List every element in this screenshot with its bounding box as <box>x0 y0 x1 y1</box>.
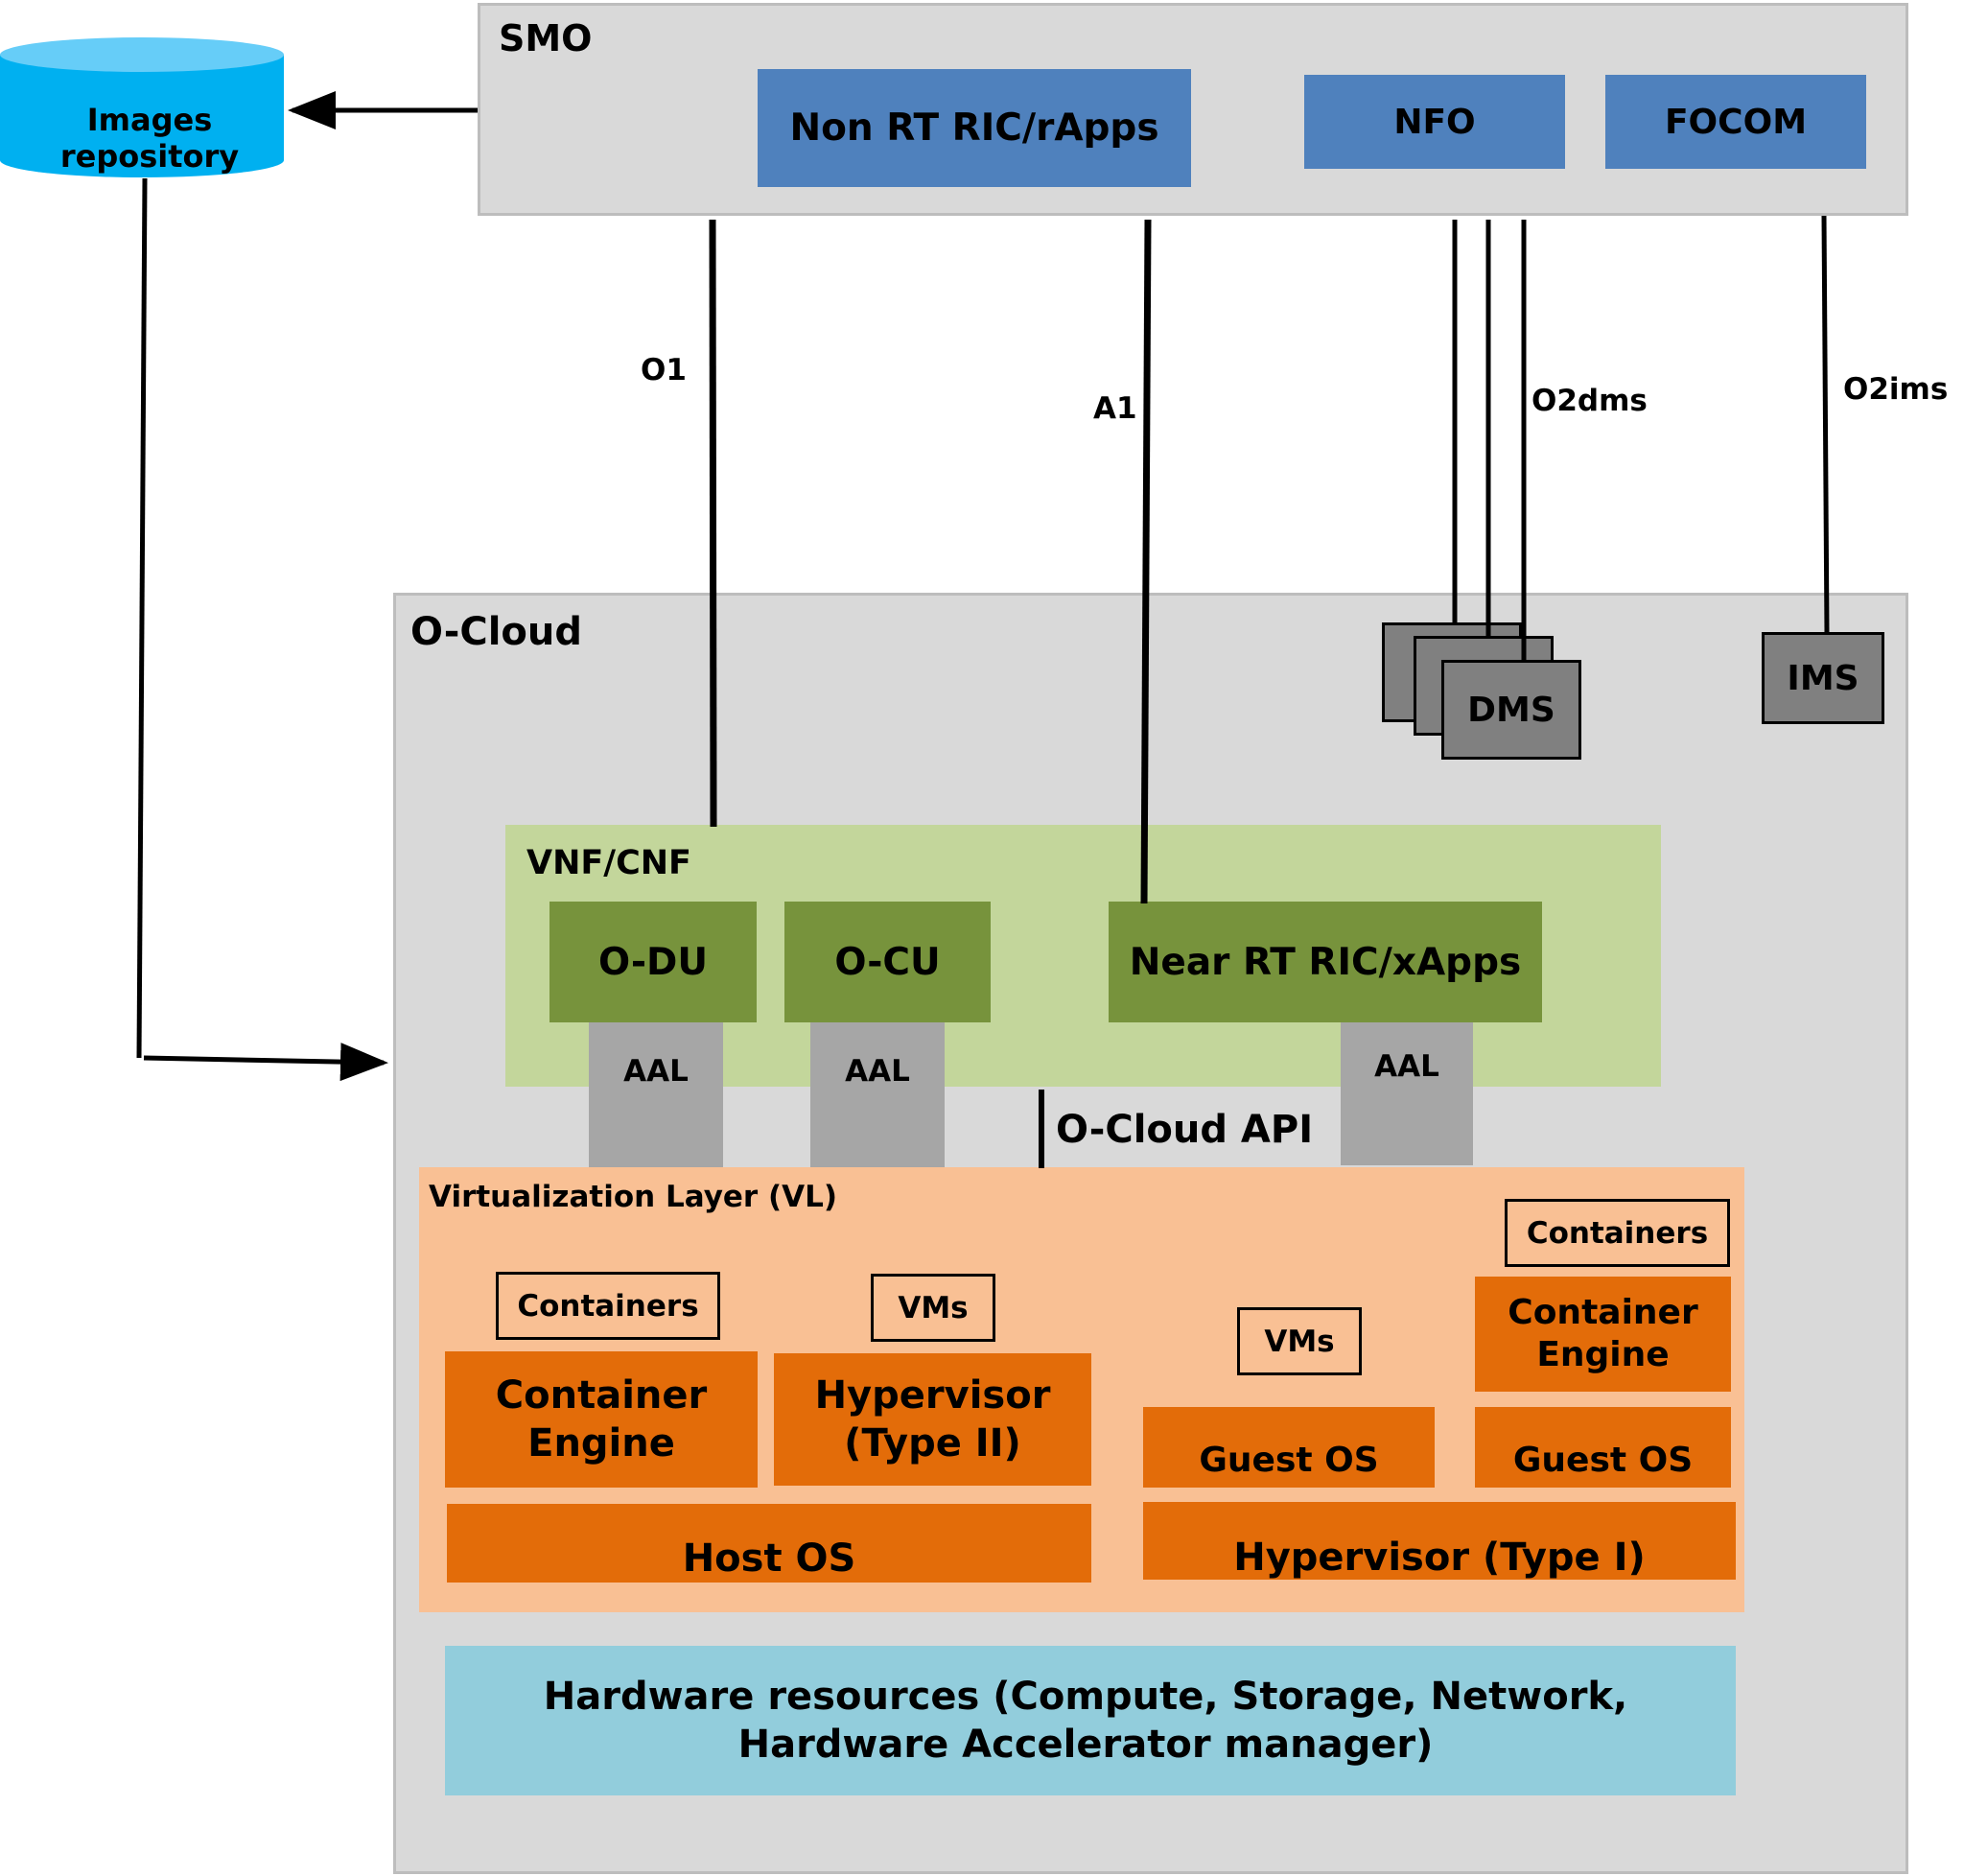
guest-os-label-left: Guest OS <box>1199 1441 1379 1480</box>
nfo-label: NFO <box>1393 102 1476 142</box>
dms-label: DMS <box>1467 690 1555 730</box>
vms-label-right: VMs <box>1264 1324 1335 1359</box>
container-engine-right: Container Engine <box>1475 1277 1731 1392</box>
near-rt-ric-box: Near RT RIC/xApps <box>1109 902 1542 1022</box>
containers-label-left: Containers <box>517 1288 699 1324</box>
ims-label: IMS <box>1787 658 1859 698</box>
vms-box-right: VMs <box>1237 1307 1362 1375</box>
images-repository-label: Images repository <box>59 102 240 175</box>
ocloud-api-label: O-Cloud API <box>1056 1108 1314 1152</box>
non-rt-ric-label: Non RT RIC/rApps <box>789 106 1159 150</box>
images-repository-cylinder <box>0 37 284 177</box>
ocloud-title: O-Cloud <box>410 610 583 654</box>
aal-ocu: AAL <box>810 1021 945 1170</box>
ocu-label: O-CU <box>834 940 941 984</box>
focom-box: FOCOM <box>1605 75 1866 169</box>
ims-box: IMS <box>1762 632 1884 724</box>
smo-title: SMO <box>499 17 593 59</box>
aal-odu-label: AAL <box>623 1054 689 1089</box>
aal-near-rt-ric-label: AAL <box>1374 1049 1439 1084</box>
aal-odu: AAL <box>589 1021 723 1170</box>
o2dms-label: O2dms <box>1531 384 1648 418</box>
host-os-label: Host OS <box>682 1536 856 1581</box>
hypervisor-type2-label: Hypervisor (Type II) <box>814 1373 1051 1466</box>
non-rt-ric-box: Non RT RIC/rApps <box>758 69 1191 187</box>
guest-os-label-right: Guest OS <box>1512 1441 1694 1480</box>
hardware-resources-label: Hardware resources (Compute, Storage, Ne… <box>543 1675 1628 1767</box>
hypervisor-type2-box: Hypervisor (Type II) <box>774 1353 1091 1486</box>
o2ims-line <box>1821 215 1830 635</box>
vl-title: Virtualization Layer (VL) <box>429 1180 838 1214</box>
container-engine-right-label: Container Engine <box>1508 1293 1698 1374</box>
guest-os-box-right: Guest OS <box>1475 1407 1731 1488</box>
odu-label: O-DU <box>597 940 709 984</box>
repo-down-line <box>136 177 148 1059</box>
o2ims-label: O2ims <box>1843 372 1949 407</box>
vnf-cnf-title: VNF/CNF <box>526 844 691 882</box>
nfo-box: NFO <box>1304 75 1565 169</box>
containers-label-right: Containers <box>1526 1215 1709 1251</box>
guest-os-box-left: Guest OS <box>1143 1407 1435 1488</box>
o1-label: O1 <box>641 353 687 387</box>
near-rt-ric-label: Near RT RIC/xApps <box>1129 940 1522 984</box>
aal-ocu-label: AAL <box>845 1054 910 1089</box>
hypervisor-type1-box: Hypervisor (Type I) <box>1143 1502 1736 1580</box>
dms-box-front: DMS <box>1441 660 1581 760</box>
repo-to-ocloud-arrow <box>143 1043 388 1082</box>
aal-near-rt-ric: AAL <box>1341 1017 1473 1165</box>
containers-box-right: Containers <box>1505 1199 1730 1267</box>
focom-label: FOCOM <box>1664 102 1808 142</box>
a1-label: A1 <box>1093 391 1137 426</box>
vms-label-left: VMs <box>898 1290 969 1325</box>
container-engine-left: Container Engine <box>445 1351 758 1488</box>
hardware-resources-box: Hardware resources (Compute, Storage, Ne… <box>445 1646 1736 1795</box>
a1-line <box>1140 219 1152 904</box>
odu-box: O-DU <box>549 902 757 1022</box>
vms-box-left: VMs <box>871 1274 995 1342</box>
host-os-box: Host OS <box>447 1504 1091 1583</box>
hypervisor-type1-label: Hypervisor (Type I) <box>1233 1536 1646 1580</box>
containers-box-left: Containers <box>496 1272 720 1340</box>
ocu-box: O-CU <box>784 902 991 1022</box>
container-engine-left-label: Container Engine <box>495 1373 708 1466</box>
